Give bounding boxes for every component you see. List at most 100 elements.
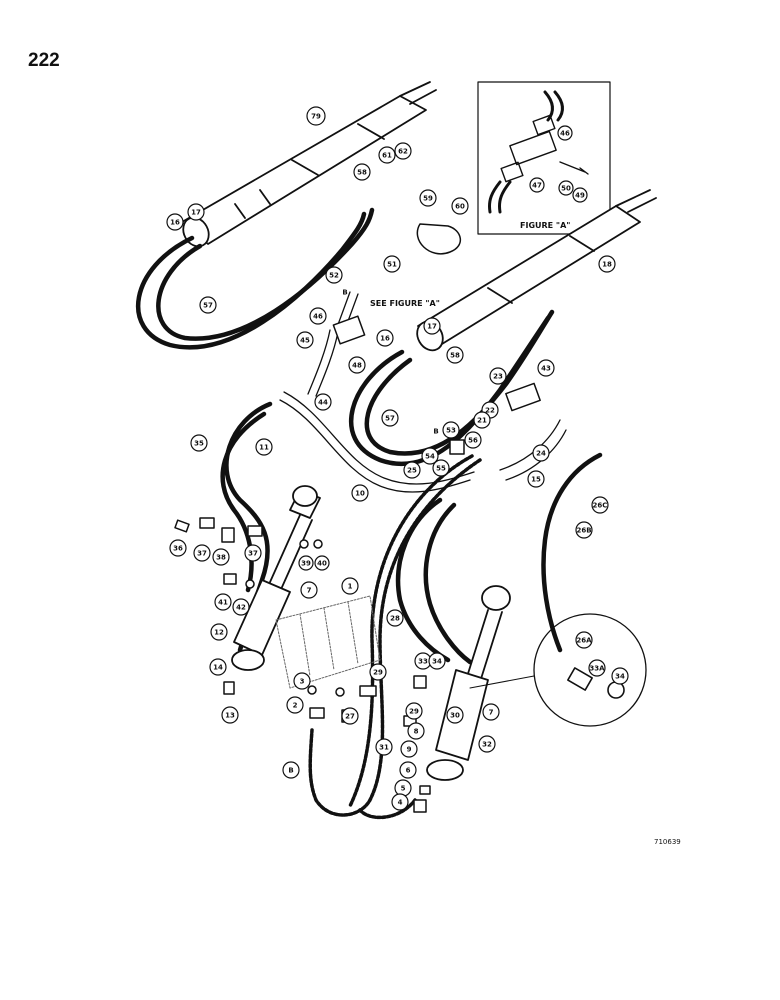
callout-number: 27	[345, 713, 355, 721]
callout-3	[293, 672, 311, 690]
callout-number: 56	[468, 437, 478, 445]
callout-37b	[244, 544, 262, 562]
callout-59	[419, 189, 437, 207]
callout-23	[489, 367, 507, 385]
drawing-number: 710639	[654, 838, 681, 846]
callout-47-fig	[529, 177, 545, 193]
callout-number: B	[342, 289, 347, 297]
callout-29b	[405, 702, 423, 720]
callout-45	[296, 331, 314, 349]
callout-37	[193, 544, 211, 562]
control-valve	[275, 595, 381, 689]
callout-34	[428, 652, 446, 670]
callout-number: 8	[414, 728, 419, 736]
callout-number: 58	[357, 169, 367, 177]
callout-number: 46	[313, 313, 323, 321]
callout-7b	[482, 703, 500, 721]
callout-number: 54	[425, 453, 435, 461]
callout-number: 24	[536, 450, 546, 458]
callout-number: 29	[409, 708, 419, 716]
callout-number: 28	[390, 615, 400, 623]
callout-number: 32	[482, 741, 492, 749]
figure-a-parts	[488, 90, 589, 214]
callout-number: 47	[532, 182, 542, 190]
callout-number: 40	[317, 560, 327, 568]
callout-number: 62	[398, 148, 408, 156]
callout-31	[375, 738, 393, 756]
callout-number: 45	[300, 337, 310, 345]
callout-number: 36	[173, 545, 183, 553]
callout-number: 44	[318, 399, 328, 407]
callout-49-fig	[572, 187, 588, 203]
callout-28	[386, 609, 404, 627]
callout-number: 17	[191, 209, 201, 217]
callout-number: 6	[406, 767, 411, 775]
callout-number: 35	[194, 440, 204, 448]
callout-number: 22	[485, 407, 495, 415]
callout-number: 51	[387, 261, 397, 269]
callout-56	[464, 431, 482, 449]
callout-number: 13	[225, 712, 235, 720]
callout-number: 26A	[576, 637, 592, 645]
callout-number: 48	[352, 362, 362, 370]
callout-41	[214, 593, 232, 611]
callout-number: B	[288, 767, 293, 775]
callout-number: 4	[398, 799, 403, 807]
upper-cylinder	[181, 81, 437, 248]
callout-36	[169, 539, 187, 557]
callout-57	[199, 296, 217, 314]
callout-number: 39	[301, 560, 311, 568]
callout-50-fig	[558, 180, 574, 196]
callout-number: 7	[489, 709, 494, 717]
callout-number: 60	[455, 203, 465, 211]
callout-30	[446, 706, 464, 724]
callout-46	[309, 307, 327, 325]
page-number: 222	[28, 50, 60, 71]
callout-16	[166, 213, 184, 231]
callout-number: 34	[615, 673, 625, 681]
callout-number: 57	[385, 415, 395, 423]
callout-number: 46	[560, 130, 570, 138]
callout-number: 53	[446, 427, 456, 435]
callout-number: 12	[214, 629, 224, 637]
callout-9	[400, 740, 418, 758]
callout-number: 26B	[576, 527, 591, 535]
callout-number: 49	[575, 192, 585, 200]
callout-21	[473, 411, 491, 429]
callout-number: 37	[197, 550, 207, 558]
callout-25	[403, 461, 421, 479]
callout-number: 18	[602, 261, 612, 269]
callout-26a	[575, 631, 593, 649]
callout-number: 34	[432, 658, 442, 666]
callout-number: 30	[450, 712, 460, 720]
callout-number: 26C	[593, 502, 608, 510]
callout-number: 17	[427, 323, 437, 331]
callout-number: 42	[236, 604, 246, 612]
callout-27	[341, 707, 359, 725]
braided-hoses	[308, 454, 482, 820]
callout-number: 11	[259, 444, 269, 452]
callout-number: B	[433, 428, 438, 436]
callout-number: 5	[401, 785, 406, 793]
callout-17b	[423, 317, 441, 335]
callout-number: 58	[450, 352, 460, 360]
callouts	[166, 106, 629, 811]
callout-number: 29	[373, 669, 383, 677]
callout-53	[442, 421, 460, 439]
callout-60	[451, 197, 469, 215]
callout-number: 37	[248, 550, 258, 558]
callout-number: 52	[329, 272, 339, 280]
callout-number: 57	[203, 302, 213, 310]
callout-6	[399, 761, 417, 779]
callout-number: 33	[418, 658, 428, 666]
callout-44	[314, 393, 332, 411]
detail-circle	[533, 613, 647, 727]
callout-52	[325, 266, 343, 284]
callout-number: 2	[293, 702, 298, 710]
callout-13	[221, 706, 239, 724]
callout-11	[255, 438, 273, 456]
callout-62	[394, 142, 412, 160]
callout-number: 7	[307, 587, 312, 595]
left-lift-cylinder	[231, 485, 321, 671]
figure-a-inset	[477, 81, 611, 235]
